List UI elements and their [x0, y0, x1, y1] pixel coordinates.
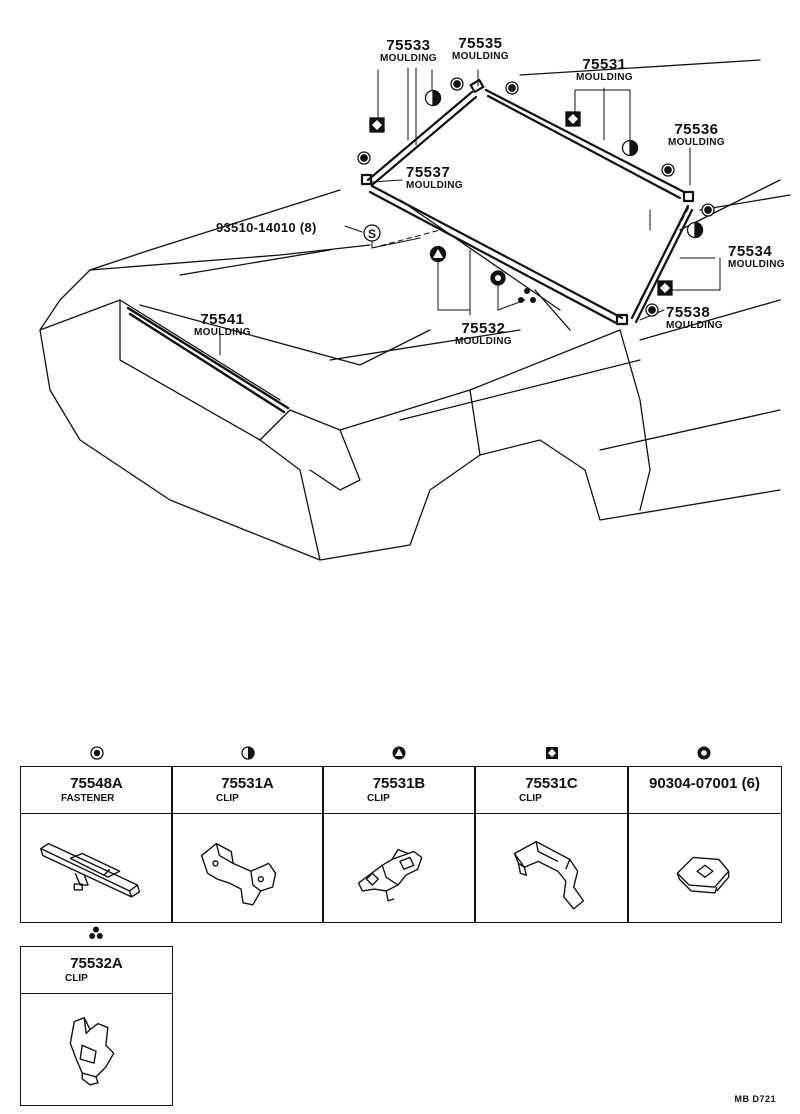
- part-name: MOULDING: [380, 53, 437, 64]
- filled-circle-icon: [701, 203, 715, 217]
- part-code: 75531B: [372, 775, 426, 792]
- drawing-mark: MB D721: [734, 1094, 776, 1104]
- part-name: FASTENER: [61, 793, 115, 804]
- part-number: 75538: [666, 304, 711, 321]
- diagram-symbols: [357, 77, 715, 317]
- part-name: MOULDING: [406, 180, 463, 191]
- callout-75535: 75535 MOULDING: [452, 36, 509, 62]
- part-name: CLIP: [65, 973, 88, 984]
- triangle-in-circle-icon: [392, 746, 406, 760]
- part-name: MOULDING: [194, 327, 251, 338]
- clip-75532a-drawing: [69, 1016, 115, 1086]
- three-dots-icon: [518, 288, 536, 303]
- three-dots-icon: [89, 926, 103, 939]
- part-number: 75535: [458, 35, 503, 52]
- car-front-diagram: S: [39, 59, 791, 561]
- part-name: MOULDING: [452, 51, 509, 62]
- fastener-drawing: [40, 842, 141, 898]
- part-number: 75541: [200, 311, 245, 328]
- filled-circle-icon: [661, 163, 675, 177]
- part-cell-75548A: 75548A FASTENER: [20, 766, 173, 923]
- callout-screw: 93510-14010 (8): [216, 220, 317, 235]
- half-circle-icon: [241, 746, 255, 760]
- callout-75533: 75533 MOULDING: [380, 38, 437, 64]
- half-circle-icon: [424, 89, 442, 107]
- part-name: CLIP: [367, 793, 390, 804]
- callout-75538: 75538 MOULDING: [666, 305, 723, 331]
- leader-lines: [219, 67, 721, 356]
- half-circle-icon: [621, 139, 639, 157]
- screw-symbol-icon: [363, 224, 381, 242]
- callout-75536: 75536 MOULDING: [668, 122, 725, 148]
- washer-drawing: [676, 856, 730, 894]
- diamond-in-square-icon: [369, 117, 385, 133]
- part-name: MOULDING: [728, 259, 785, 270]
- clip-c-drawing: [513, 840, 585, 910]
- part-cell-75531B: 75531B CLIP: [322, 766, 476, 923]
- callout-75537: 75537 MOULDING: [406, 165, 463, 191]
- windshield-mouldings: [360, 78, 695, 326]
- hood-moulding: [126, 306, 290, 414]
- part-name: CLIP: [519, 793, 542, 804]
- diamond-in-square-icon: [565, 111, 581, 127]
- part-code: 75548A: [70, 775, 123, 792]
- filled-circle-icon: [357, 151, 371, 165]
- car-body-outline: [39, 59, 791, 561]
- callout-75541: 75541 MOULDING: [194, 312, 251, 338]
- part-cell-75531C: 75531C CLIP: [474, 766, 629, 923]
- clip-b-drawing: [357, 848, 423, 902]
- part-code: 75532A: [70, 955, 123, 972]
- filled-circle-icon: [505, 81, 519, 95]
- callout-75531: 75531 MOULDING: [576, 57, 633, 83]
- clip-a-drawing: [200, 842, 277, 906]
- part-code: 90304-07001 (6): [649, 775, 760, 792]
- callout-75532: 75532 MOULDING: [455, 321, 512, 347]
- part-number: 75537: [406, 164, 451, 181]
- part-code: 75531C: [525, 775, 578, 792]
- part-cell-90304-07001: 90304-07001 (6): [627, 766, 782, 923]
- ring-icon: [697, 746, 711, 760]
- half-circle-icon: [686, 221, 704, 239]
- diamond-in-square-icon: [546, 747, 558, 759]
- diamond-in-square-icon: [657, 280, 673, 296]
- part-name: MOULDING: [668, 137, 725, 148]
- part-name: MOULDING: [666, 320, 723, 331]
- part-number: 75531: [582, 56, 627, 73]
- part-code: 75531A: [221, 775, 274, 792]
- part-number: 75534: [728, 243, 773, 260]
- callout-75534: 75534 MOULDING: [728, 244, 785, 270]
- part-cell-75531A: 75531A CLIP: [171, 766, 324, 923]
- filled-circle-icon: [450, 77, 464, 91]
- part-name: CLIP: [216, 793, 239, 804]
- part-number: 75533: [386, 37, 431, 54]
- part-cell-75532A: 75532A CLIP: [20, 946, 173, 1106]
- triangle-in-circle-icon: [429, 245, 447, 263]
- ring-icon: [490, 270, 506, 286]
- filled-circle-icon: [90, 746, 104, 760]
- part-number: 75536: [674, 121, 719, 138]
- part-name: MOULDING: [455, 336, 512, 347]
- filled-circle-icon: [645, 303, 659, 317]
- part-number: 75532: [461, 320, 506, 337]
- screw-symbol-letter: S: [368, 227, 376, 241]
- part-name: MOULDING: [576, 72, 633, 83]
